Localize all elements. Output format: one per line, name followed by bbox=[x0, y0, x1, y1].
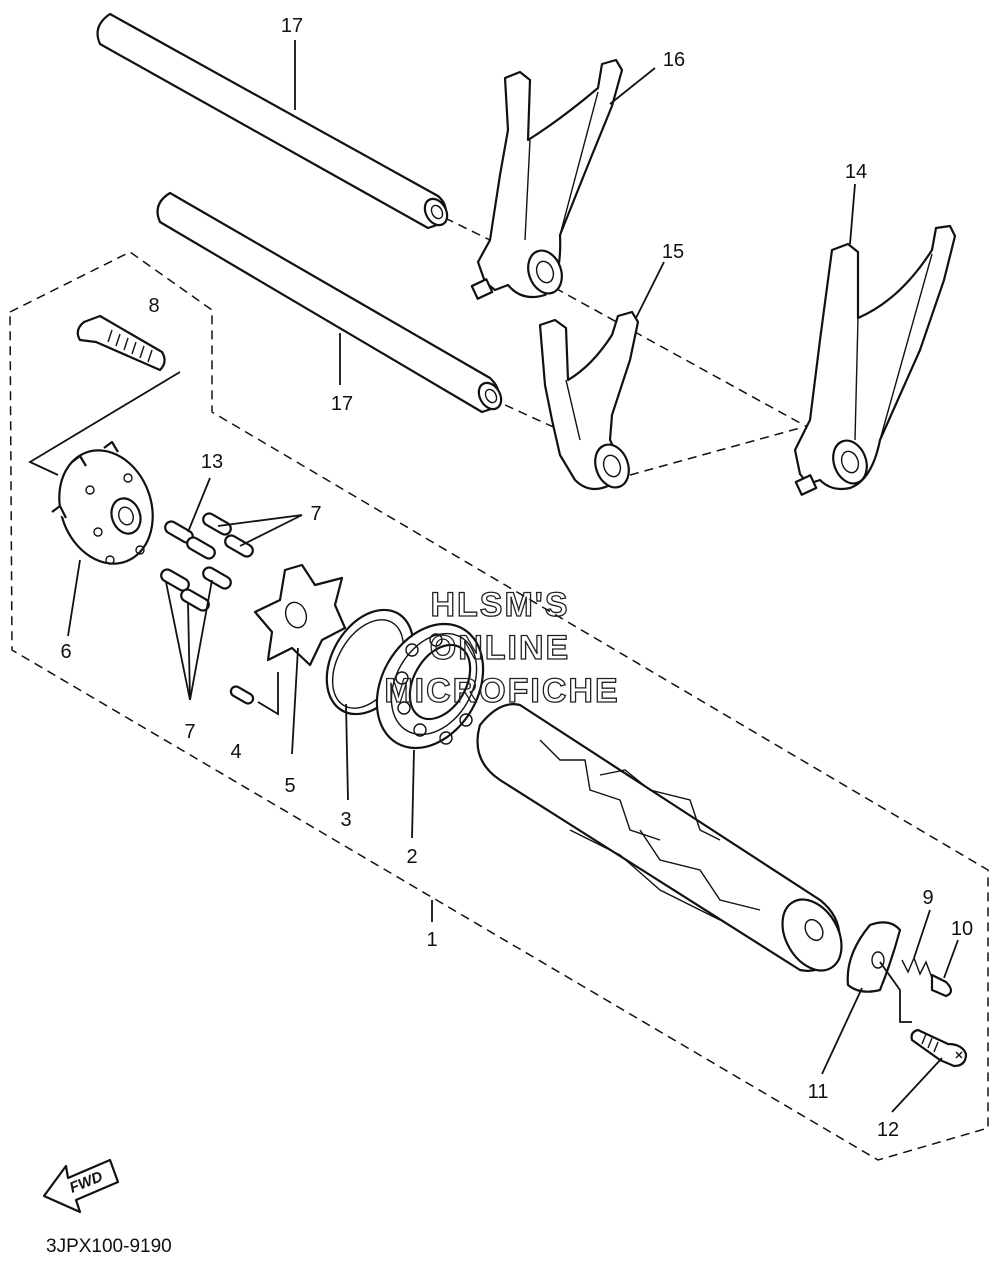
callout-8: 8 bbox=[148, 295, 159, 317]
callout-15: 15 bbox=[662, 241, 684, 263]
leader-12-axis bbox=[879, 961, 912, 1023]
forward-direction-arrow: FWD bbox=[42, 1158, 120, 1214]
screw-8 bbox=[76, 314, 166, 372]
leader-8 bbox=[28, 371, 181, 476]
leader-15 bbox=[635, 261, 665, 319]
shift-drum-segment-plate-11 bbox=[846, 921, 902, 993]
callout-17-bottom: 17 bbox=[331, 393, 353, 415]
leader-6 bbox=[67, 559, 81, 637]
leader-3 bbox=[345, 703, 349, 801]
callout-14: 14 bbox=[845, 161, 867, 183]
diagram-code: 3JPX100-9190 bbox=[46, 1236, 172, 1257]
callout-11: 11 bbox=[808, 1081, 829, 1103]
leader-9 bbox=[913, 909, 931, 959]
shift-drum-segment-6 bbox=[51, 440, 154, 565]
shaft-axis-line bbox=[504, 404, 561, 431]
callout-6: 6 bbox=[60, 641, 71, 663]
callout-4: 4 bbox=[230, 741, 241, 763]
callout-1: 1 bbox=[426, 929, 437, 951]
leader-7-upper-b bbox=[239, 514, 303, 547]
leader-16 bbox=[609, 67, 656, 105]
spring-9 bbox=[901, 956, 933, 979]
callout-7-upper: 7 bbox=[310, 503, 321, 525]
dowel-pin-4 bbox=[229, 685, 255, 705]
watermark-line-1: HLSM'S bbox=[430, 586, 569, 624]
leader-7-lower-a bbox=[165, 581, 191, 701]
shaft-axis-line bbox=[554, 287, 841, 446]
shift-fork-15 bbox=[538, 310, 640, 491]
fork-shaft-lower bbox=[156, 191, 503, 414]
callout-7-lower: 7 bbox=[184, 721, 195, 743]
callout-13: 13 bbox=[201, 451, 223, 473]
leader-4 bbox=[257, 672, 279, 716]
assembly-boundary bbox=[9, 251, 989, 1161]
leader-14 bbox=[849, 183, 856, 245]
leader-5 bbox=[291, 647, 299, 755]
leader-13 bbox=[187, 477, 211, 533]
shaft-axis-line bbox=[444, 217, 491, 241]
shift-fork-14 bbox=[793, 224, 957, 496]
leader-10 bbox=[943, 939, 959, 979]
callout-2: 2 bbox=[406, 846, 417, 868]
pins-group bbox=[160, 512, 254, 612]
callout-3: 3 bbox=[340, 809, 351, 831]
shift-drum-stopper-plate-5 bbox=[253, 563, 347, 667]
leader-7-upper-a bbox=[217, 514, 303, 527]
callout-17-top: 17 bbox=[281, 15, 303, 37]
callout-9: 9 bbox=[922, 887, 933, 909]
callout-12: 12 bbox=[877, 1119, 899, 1141]
callout-5: 5 bbox=[284, 775, 295, 797]
watermark-line-3: MICROFICHE bbox=[384, 672, 619, 710]
shaft-axis-line bbox=[629, 427, 801, 476]
leader-7-lower-b bbox=[187, 601, 191, 701]
leader-11 bbox=[821, 987, 863, 1075]
watermark-line-2: ONLINE bbox=[430, 629, 570, 667]
callout-16: 16 bbox=[663, 49, 685, 71]
pin-10 bbox=[930, 973, 953, 998]
callout-10: 10 bbox=[951, 918, 973, 940]
leader-2 bbox=[411, 749, 415, 839]
leader-12 bbox=[891, 1057, 943, 1113]
shift-fork-16 bbox=[470, 58, 624, 300]
bearing-2 bbox=[375, 622, 485, 750]
shift-drum-1 bbox=[476, 703, 843, 972]
fork-shaft-upper bbox=[96, 12, 449, 230]
leader-7-lower-c bbox=[189, 579, 213, 701]
screw-12 bbox=[910, 1028, 968, 1068]
